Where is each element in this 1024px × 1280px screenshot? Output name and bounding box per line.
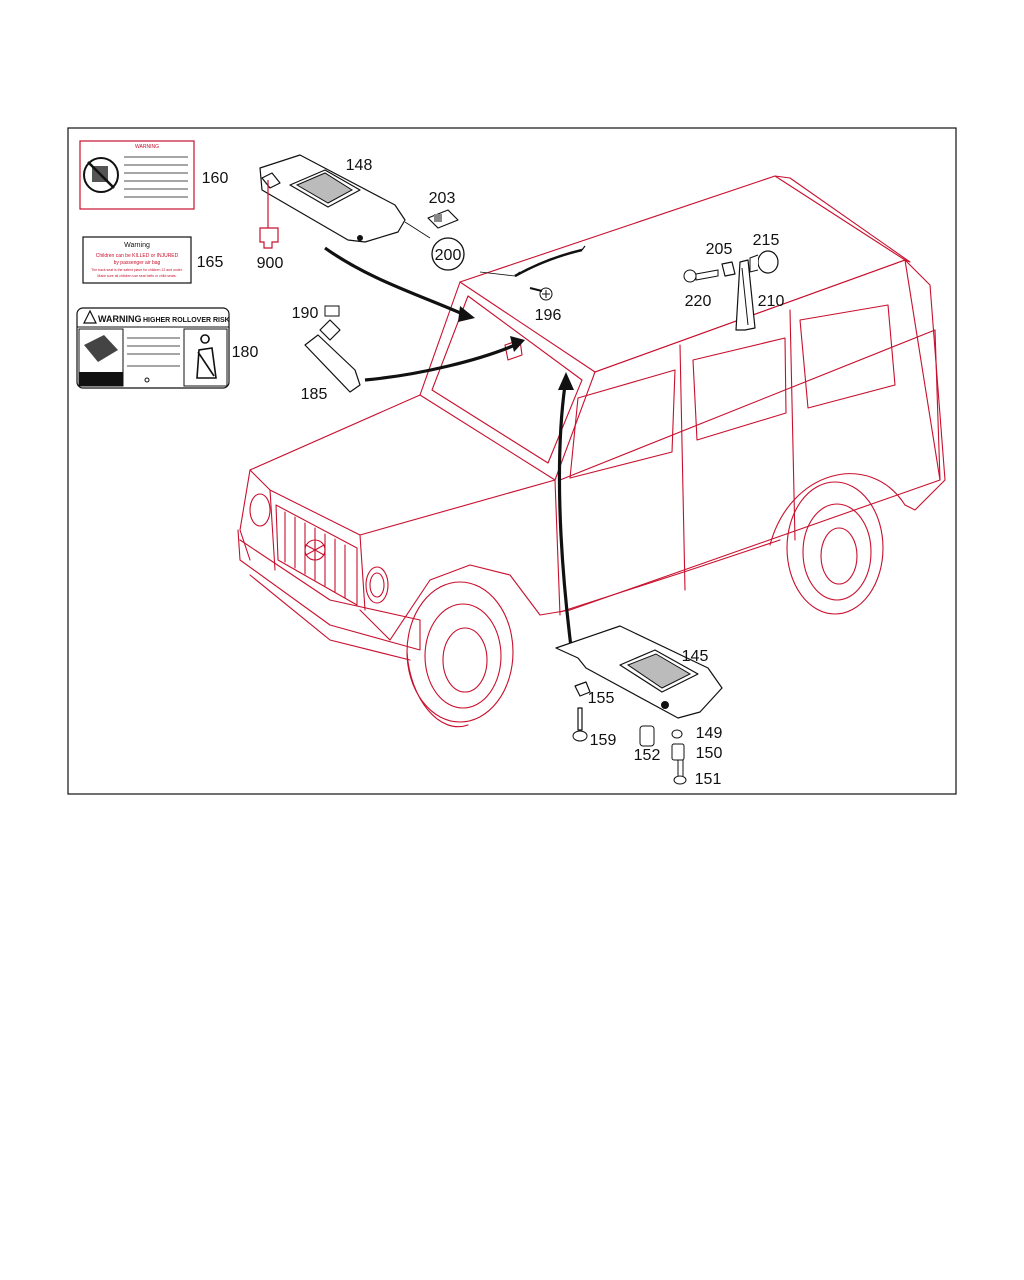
assembly-arrows: [324, 246, 574, 656]
grab-handle-illustration: [479, 245, 586, 278]
warning-triangle-icon: [83, 309, 97, 324]
sun-visor-145: [555, 625, 723, 719]
callout-148: 148: [346, 157, 373, 174]
label-165-line1: Children can be KILLED or INJURED: [96, 253, 179, 259]
callout-159: 159: [590, 732, 617, 749]
label-165-line2: by passenger air bag: [114, 260, 161, 266]
label-165-line3: The back seat is the safest place for ch…: [91, 268, 183, 272]
sun-visor-148: [259, 154, 406, 249]
callout-900: 900: [257, 255, 284, 272]
clip-205: [721, 261, 736, 277]
callout-150: 150: [696, 745, 723, 762]
callout-196: 196: [535, 307, 562, 324]
callout-149: 149: [696, 725, 723, 742]
callout-160: 160: [202, 170, 229, 187]
label-160-title: WARNING: [135, 144, 159, 150]
visor-clip-203: [404, 209, 459, 239]
callout-ring-200: [431, 237, 465, 271]
callouts: 160 165 180 148 900 203 200 196 190 185 …: [197, 157, 785, 788]
callout-165: 165: [197, 254, 224, 271]
callout-145: 145: [682, 648, 709, 665]
warning-label-160: WARNING: [79, 140, 195, 210]
mirror-185: [304, 305, 361, 393]
callout-152: 152: [634, 747, 661, 764]
callout-220: 220: [685, 293, 712, 310]
warning-label-165: Warning Children can be KILLED or INJURE…: [82, 236, 192, 284]
callout-210: 210: [758, 293, 785, 310]
small-parts-145-group: [572, 681, 687, 785]
callout-185: 185: [301, 386, 328, 403]
callout-200: 200: [435, 247, 462, 264]
callout-215: 215: [753, 232, 780, 249]
callout-190: 190: [292, 305, 319, 322]
label-165-line4: Make sure all children use seat belts or…: [97, 274, 176, 278]
screw-196: [529, 287, 553, 301]
callout-203: 203: [429, 190, 456, 207]
callout-155: 155: [588, 690, 615, 707]
seatbelt-person-icon: [196, 334, 217, 379]
diagram-frame: [67, 127, 957, 795]
callout-151: 151: [695, 771, 722, 788]
fastener-220: [683, 269, 719, 283]
warning-label-180: WARNING HIGHER ROLLOVER RISK: [76, 307, 230, 389]
label-180-title: WARNING: [98, 314, 142, 324]
callout-180: 180: [232, 344, 259, 361]
callout-205: 205: [706, 241, 733, 258]
label-180-subtitle: HIGHER ROLLOVER RISK: [143, 317, 230, 324]
label-165-title: Warning: [124, 242, 150, 249]
strap-210: [735, 259, 756, 331]
cap-215: [749, 250, 779, 274]
